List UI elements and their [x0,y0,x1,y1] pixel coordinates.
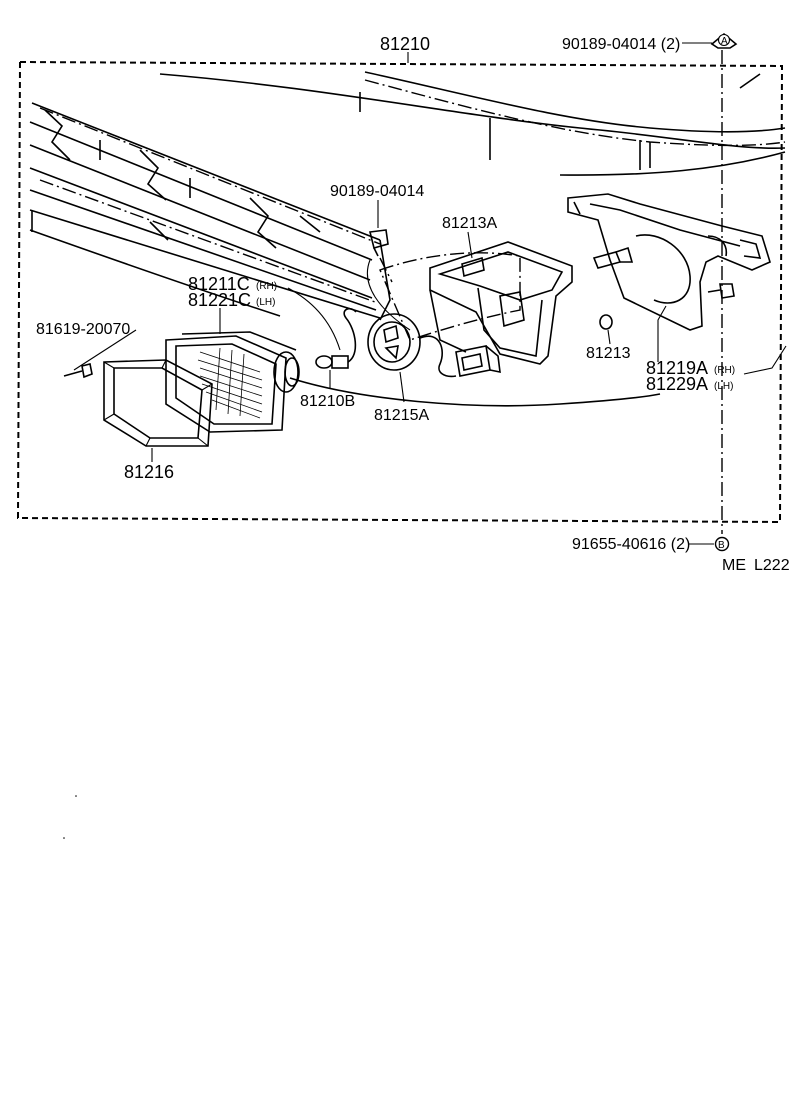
clip-top [710,32,738,49]
label-assembly: 81210 [380,34,430,54]
label-lh-bracket: (LH) [714,381,733,392]
label-code-sheet: L222 [754,557,790,574]
lower-contour [289,377,661,407]
label-bracket-lh: 81229A [646,374,708,394]
label-rim: 81216 [124,462,174,482]
label-bolt-bottom: 91655-40616 (2) [572,536,690,553]
fog-lamp-unit [165,331,300,433]
label-housing: 81213A [442,215,497,232]
label-rh-lamp: (RH) [256,281,277,292]
bracket-bolt [592,246,634,269]
screw [63,363,93,379]
lamp-rim [103,359,213,447]
label-lh-lamp: (LH) [256,297,275,308]
label-lamp-unit-lh: 81221C [188,290,251,310]
wire-connector [455,345,501,377]
marker-b-circle [714,536,730,552]
opening-edge [366,259,411,331]
label-clip-mid: 90189-04014 [330,183,424,200]
mounting-bracket [567,193,771,331]
label-grommet: 81213 [586,345,631,362]
scan-speck [63,837,65,839]
marker-a-letter: A [721,36,728,47]
assembly-boundary [16,60,784,524]
bulb-socket [367,313,457,378]
lamp-housing [429,241,573,365]
grille [29,102,391,321]
bumper-outline [159,71,786,176]
fog-bulb [315,307,357,369]
scan-speck [75,795,77,797]
label-socket: 81215A [374,407,429,424]
label-code-me: ME [722,557,746,574]
label-bulb: 81210B [300,393,355,410]
label-clip-top: 90189-04014 (2) [562,36,680,53]
clip-middle [369,229,393,283]
label-lamp-unit-rh: 81211C [188,274,250,294]
mounting-opening [379,252,521,341]
label-bracket-rh: 81219A [646,358,708,378]
leader-lines [73,42,787,545]
lens-hatch [197,347,263,419]
label-rh-bracket: (RH) [714,365,735,376]
grommet [599,314,613,330]
marker-b-letter: B [718,540,725,551]
side-bolt [707,283,735,299]
label-screw: 81619-20070 [36,321,130,338]
